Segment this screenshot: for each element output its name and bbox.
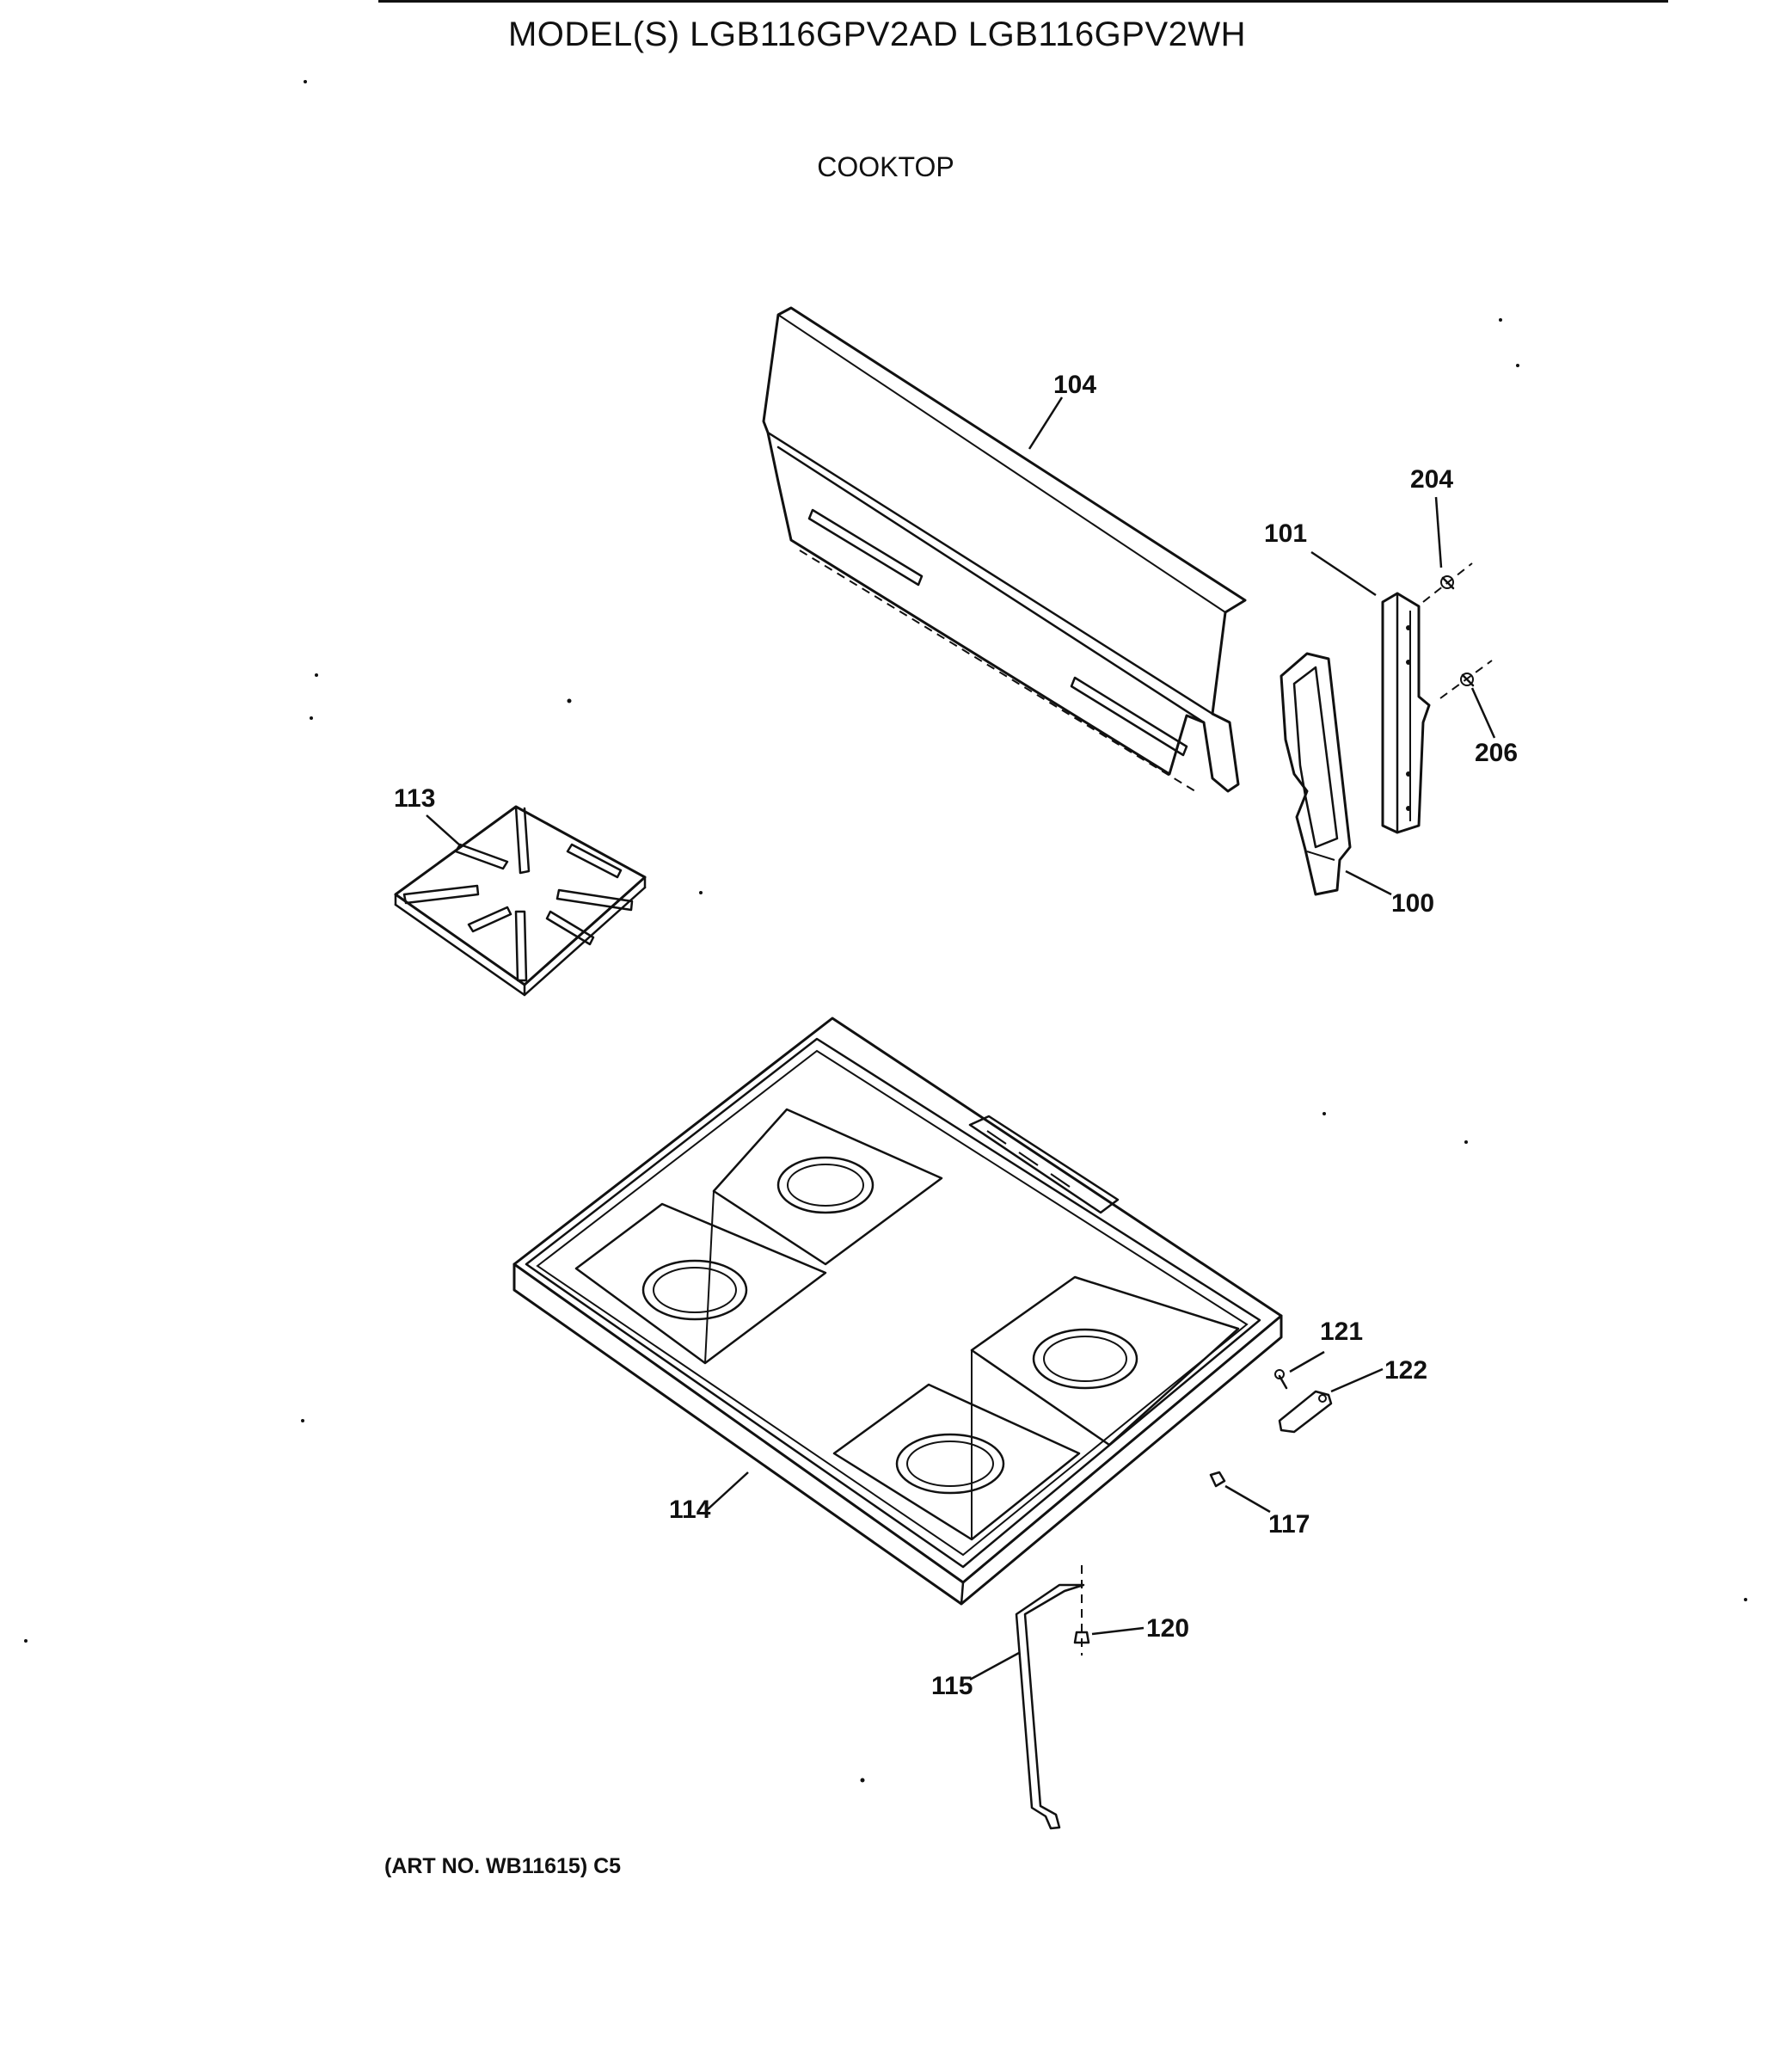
part-100-end-cap [1280, 652, 1352, 896]
callout-104: 104 [1053, 371, 1096, 399]
part-121-screw [1274, 1369, 1288, 1390]
callout-113: 113 [394, 784, 435, 813]
section-title: COOKTOP [817, 151, 954, 182]
part-101-bracket [1381, 592, 1431, 834]
model-title: MODEL(S) LGB116GPV2AD LGB116GPV2WH [507, 15, 1247, 53]
art-number: (ART NO. WB11615) C5 [384, 1854, 622, 1878]
part-113-grate [394, 805, 647, 997]
callout-100: 100 [1391, 889, 1434, 918]
callout-121: 121 [1320, 1318, 1363, 1346]
part-104-backsplash [762, 306, 1247, 793]
callout-204: 204 [1410, 465, 1453, 494]
callout-120: 120 [1146, 1614, 1189, 1643]
leader-lines [426, 396, 1496, 1681]
callout-206: 206 [1475, 739, 1518, 767]
part-206-screw [1439, 660, 1493, 699]
callout-114: 114 [669, 1496, 711, 1524]
part-122-bracket [1278, 1390, 1333, 1434]
top-rule [378, 0, 1668, 3]
scan-specks [24, 80, 1747, 1783]
callout-122: 122 [1384, 1356, 1427, 1385]
part-114-cooktop [512, 1017, 1283, 1606]
part-117-clip [1209, 1471, 1226, 1488]
callout-117: 117 [1268, 1510, 1310, 1539]
part-115-rod [1015, 1565, 1085, 1830]
part-204-screw [1422, 562, 1473, 603]
callout-101: 101 [1264, 519, 1307, 548]
callout-115: 115 [931, 1672, 973, 1700]
part-120-nut [1073, 1631, 1090, 1644]
